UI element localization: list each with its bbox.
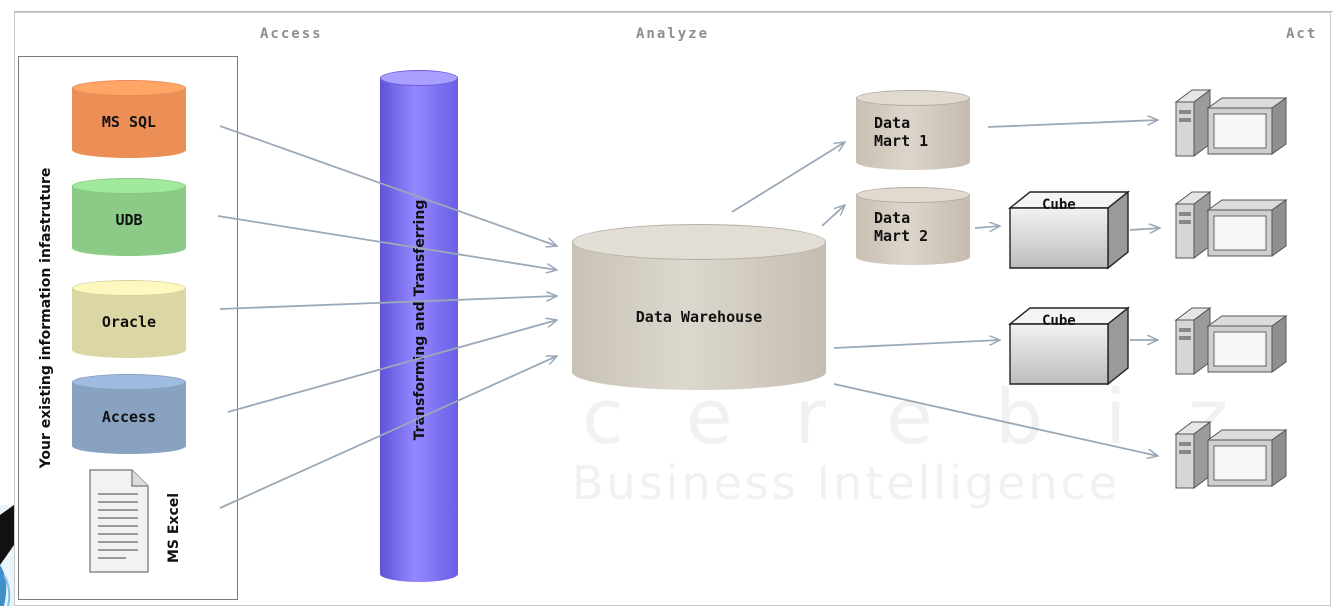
arrow-udb-to-dw xyxy=(217,215,557,270)
cube-1-label: Cube xyxy=(1042,197,1076,213)
source-cylinder-oracle: Oracle xyxy=(72,280,186,358)
computer-icon-3 xyxy=(1174,307,1288,375)
data-mart-2-top xyxy=(856,187,970,203)
data-mart-2-label: Data Mart 2 xyxy=(874,209,929,245)
data-mart-1-body xyxy=(856,98,970,170)
watermark: cerebiz Business Intelligence xyxy=(572,372,1291,511)
source-cylinder-top xyxy=(72,178,186,194)
arrow-mart-1-to-pc-1 xyxy=(987,120,1158,128)
source-cylinder-label: Access xyxy=(101,408,157,426)
etl-column xyxy=(380,70,458,582)
data-mart-1: Data Mart 1 xyxy=(856,90,970,170)
etl-column-body xyxy=(380,78,458,582)
phase-analyze: Analyze xyxy=(636,26,710,42)
arrow-access-to-dw xyxy=(227,320,557,413)
data-warehouse-top xyxy=(572,224,826,260)
watermark-line-1: cerebiz xyxy=(582,372,1291,461)
data-mart-1-label: Data Mart 1 xyxy=(874,114,929,150)
source-cylinder-top xyxy=(72,374,186,390)
source-cylinder-access: Access xyxy=(72,374,186,454)
cube-2-label: Cube xyxy=(1042,313,1076,329)
source-cylinder-body xyxy=(72,88,186,158)
phase-act: Act xyxy=(1286,26,1318,42)
data-warehouse-label: Data Warehouse xyxy=(635,308,763,326)
watermark-line-2: Business Intelligence xyxy=(572,456,1121,510)
top-divider xyxy=(14,11,1333,12)
data-mart-2: Data Mart 2 xyxy=(856,187,970,265)
arrow-dw-to-pc-4 xyxy=(833,383,1158,456)
source-cylinder-top xyxy=(72,80,186,96)
source-cylinder-label: UDB xyxy=(115,211,143,229)
cube-1-icon xyxy=(1008,190,1130,270)
arrow-cube-1-to-pc-2 xyxy=(1129,228,1160,230)
excel-document-icon xyxy=(89,469,149,573)
source-cylinder-body xyxy=(72,382,186,454)
cube-2-icon xyxy=(1008,306,1130,386)
computer-icon-4 xyxy=(1174,421,1288,489)
arrow-mart-2-to-cube-1 xyxy=(974,226,1000,228)
source-cylinder-body xyxy=(72,288,186,358)
data-warehouse: Data Warehouse xyxy=(572,224,826,390)
source-cylinder-body xyxy=(72,186,186,256)
data-mart-1-top xyxy=(856,90,970,106)
data-mart-2-body xyxy=(856,195,970,265)
phase-access: Access xyxy=(260,26,323,42)
arrow-oracle-to-dw xyxy=(219,296,557,310)
slide-corner-decoration xyxy=(0,505,16,606)
etl-column-top xyxy=(380,70,458,86)
arrow-mssql-to-dw xyxy=(219,125,557,246)
arrow-dw-to-mart-1 xyxy=(731,142,845,213)
source-cylinder-udb: UDB xyxy=(72,178,186,256)
top-strip xyxy=(0,0,1333,12)
arrow-excel-to-dw xyxy=(219,355,557,509)
source-cylinder-label: MS SQL xyxy=(101,113,157,131)
source-cylinder-ms-sql: MS SQL xyxy=(72,80,186,158)
computer-icon-1 xyxy=(1174,89,1288,157)
computer-icon-2 xyxy=(1174,191,1288,259)
source-cylinder-label: Oracle xyxy=(101,313,157,331)
arrow-dw-to-cube-2 xyxy=(833,340,1000,349)
arrow-dw-to-mart-2 xyxy=(821,205,845,227)
source-cylinder-top xyxy=(72,280,186,296)
data-warehouse-body xyxy=(572,242,826,390)
